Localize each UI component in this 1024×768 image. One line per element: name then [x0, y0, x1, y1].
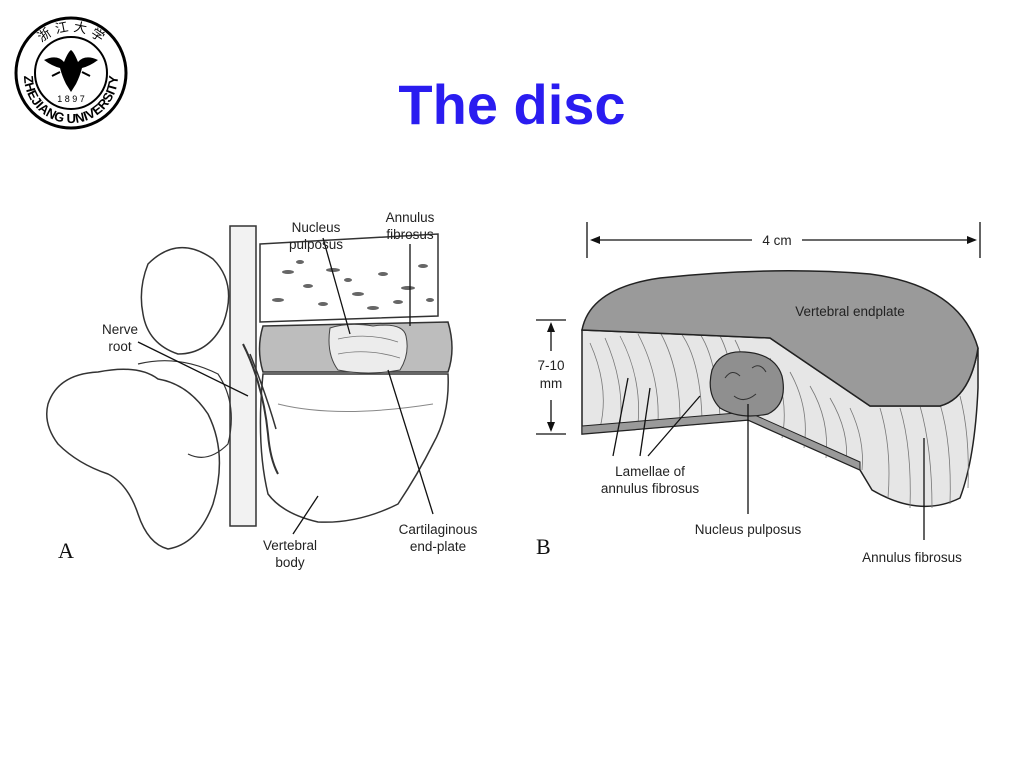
label-nucleus-pulposus-a1: Nucleus — [292, 220, 341, 235]
label-nucleus-pulposus-a2: pulposus — [289, 237, 343, 252]
label-annulus-fibrosus-b: Annulus fibrosus — [862, 550, 962, 565]
zhejiang-university-seal-icon: ZHEJIANG UNIVERSITY 浙 江 大 学 1 8 9 7 — [14, 16, 128, 130]
label-vertebral-body-1: Vertebral — [263, 538, 317, 553]
label-vertebral-endplate: Vertebral endplate — [795, 304, 905, 319]
label-lamellae-2: annulus fibrosus — [601, 481, 700, 496]
label-lamellae-1: Lamellae of — [615, 464, 685, 479]
university-logo: ZHEJIANG UNIVERSITY 浙 江 大 学 1 8 9 7 — [12, 14, 130, 132]
label-vertebral-body-2: body — [275, 555, 305, 570]
label-cartilaginous-endplate-2: end-plate — [410, 539, 466, 554]
logo-year: 1 8 9 7 — [57, 94, 85, 104]
panel-label-b: B — [536, 534, 551, 559]
label-annulus-fibrosus-a2: fibrosus — [386, 227, 434, 242]
label-annulus-fibrosus-a1: Annulus — [386, 210, 435, 225]
figure-a-spine-lateral: Nucleus pulposus Annulus fibrosus Nerve … — [38, 204, 498, 584]
label-nerve-root-1: Nerve — [102, 322, 138, 337]
label-nucleus-pulposus-b: Nucleus pulposus — [695, 522, 802, 537]
label-height-7-10: 7-10 — [537, 358, 564, 373]
page-title: The disc — [398, 73, 626, 136]
panel-label-a: A — [58, 538, 74, 563]
label-cartilaginous-endplate-1: Cartilaginous — [399, 522, 478, 537]
label-height-mm: mm — [540, 376, 563, 391]
label-width-4cm: 4 cm — [762, 233, 791, 248]
label-nerve-root-2: root — [108, 339, 132, 354]
figure-b-disc-cutaway: 4 cm 7-10 mm — [520, 208, 1010, 578]
